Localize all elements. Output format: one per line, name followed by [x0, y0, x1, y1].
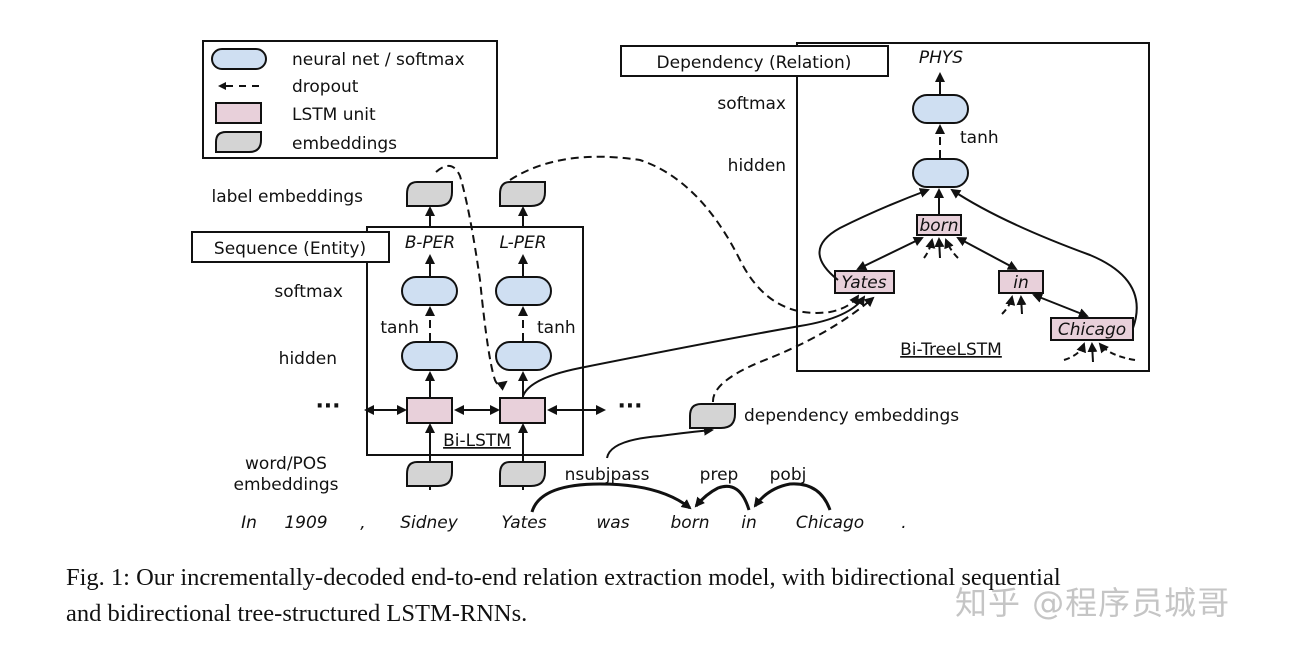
dep-softmax-node — [912, 94, 969, 124]
seq-hidden-label: hidden — [279, 349, 337, 369]
cross-connections — [509, 155, 875, 459]
word-0: In — [241, 513, 257, 533]
arc-label-prep: prep — [700, 465, 739, 485]
ellipsis-right: ··· — [617, 394, 642, 419]
tree-node-yates — [834, 270, 895, 294]
arc-label-pobj: pobj — [770, 465, 807, 485]
tree-node-born-label: born — [920, 216, 959, 236]
input-sentence: In 1909 , Sidney Yates was born in Chica… — [241, 513, 907, 533]
dep-softmax-label: softmax — [717, 94, 786, 114]
word-6: born — [671, 513, 710, 533]
watermark: 知乎 @程序员城哥 — [955, 584, 1231, 622]
sequence-entity-block: Sequence (Entity) label embeddings softm… — [191, 165, 643, 495]
word-9: . — [901, 513, 906, 533]
hidden-node-2 — [495, 341, 552, 371]
seq-softmax-label: softmax — [274, 282, 343, 302]
tanh-label-2: tanh — [537, 318, 576, 338]
relation-output: PHYS — [919, 48, 963, 68]
label-embedding-1 — [406, 181, 453, 207]
dropout-path-label1 — [435, 165, 508, 391]
tanh-label-1: tanh — [380, 318, 419, 338]
dep-hidden-label: hidden — [728, 156, 786, 176]
ellipsis-left: ··· — [315, 394, 340, 419]
word-5: was — [596, 513, 629, 533]
label-embedding-2 — [499, 181, 546, 207]
legend-neural-net-label: neural net / softmax — [292, 50, 465, 70]
caption-line-2: and bidirectional tree-structured LSTM-R… — [66, 600, 528, 627]
legend-lstm-swatch — [215, 102, 262, 124]
legend: neural net / softmax dropout LSTM unit e… — [202, 40, 498, 159]
word-3: Sidney — [400, 513, 459, 533]
legend-dropout-swatch — [218, 82, 264, 90]
word-4: Yates — [501, 513, 546, 533]
dependency-embedding — [689, 403, 736, 429]
legend-embedding-label: embeddings — [292, 134, 397, 154]
word-1: 1909 — [284, 513, 327, 533]
legend-embedding-swatch — [215, 131, 262, 153]
softmax-node-1 — [401, 276, 458, 306]
legend-lstm-label: LSTM unit — [292, 105, 376, 125]
word-embedding-2 — [499, 461, 546, 487]
word-7: in — [741, 513, 757, 533]
lstm-unit-2 — [499, 397, 546, 424]
tree-node-in-label: in — [1013, 273, 1029, 293]
word-2: , — [360, 513, 365, 533]
model-diagram: neural net / softmax dropout LSTM unit e… — [191, 40, 1150, 533]
arc-label-nsubjpass: nsubjpass — [565, 465, 650, 485]
bi-treelstm-label: Bi-TreeLSTM — [900, 340, 1002, 360]
hidden-node-1 — [401, 341, 458, 371]
sequence-title: Sequence (Entity) — [214, 239, 366, 259]
dependency-arcs: nsubjpass prep pobj — [530, 465, 832, 513]
bi-lstm-label: Bi-LSTM — [443, 431, 511, 451]
dep-tanh-label: tanh — [960, 128, 999, 148]
dependency-frame — [796, 42, 1150, 372]
tree-node-chicago — [1050, 317, 1134, 341]
dependency-relation-block: Dependency (Relation) PHYS softmax hidde… — [620, 42, 1150, 372]
dependency-embeddings-label: dependency embeddings — [744, 406, 959, 426]
tree-node-born — [916, 214, 962, 236]
legend-dropout-label: dropout — [292, 77, 359, 97]
dep-hidden-node — [912, 158, 969, 188]
word-pos-label-2: embeddings — [234, 475, 339, 495]
figure-caption: Fig. 1: Our incrementally-decoded end-to… — [66, 560, 1286, 632]
word-8: Chicago — [796, 513, 864, 533]
label-embeddings-label: label embeddings — [211, 187, 363, 207]
word-embedding-1 — [406, 461, 453, 487]
tree-node-chicago-label: Chicago — [1058, 320, 1126, 340]
output-tag-2: L-PER — [499, 233, 546, 253]
output-tag-1: B-PER — [405, 233, 455, 253]
dependency-title: Dependency (Relation) — [657, 53, 852, 73]
caption-line-1: Fig. 1: Our incrementally-decoded end-to… — [66, 564, 1061, 591]
word-pos-label-1: word/POS — [245, 454, 327, 474]
tree-node-in — [998, 270, 1044, 294]
legend-neural-net-swatch — [211, 48, 267, 70]
tree-node-yates-label: Yates — [841, 273, 886, 293]
sequence-frame — [366, 226, 584, 456]
lstm-unit-1 — [406, 397, 453, 424]
softmax-node-2 — [495, 276, 552, 306]
